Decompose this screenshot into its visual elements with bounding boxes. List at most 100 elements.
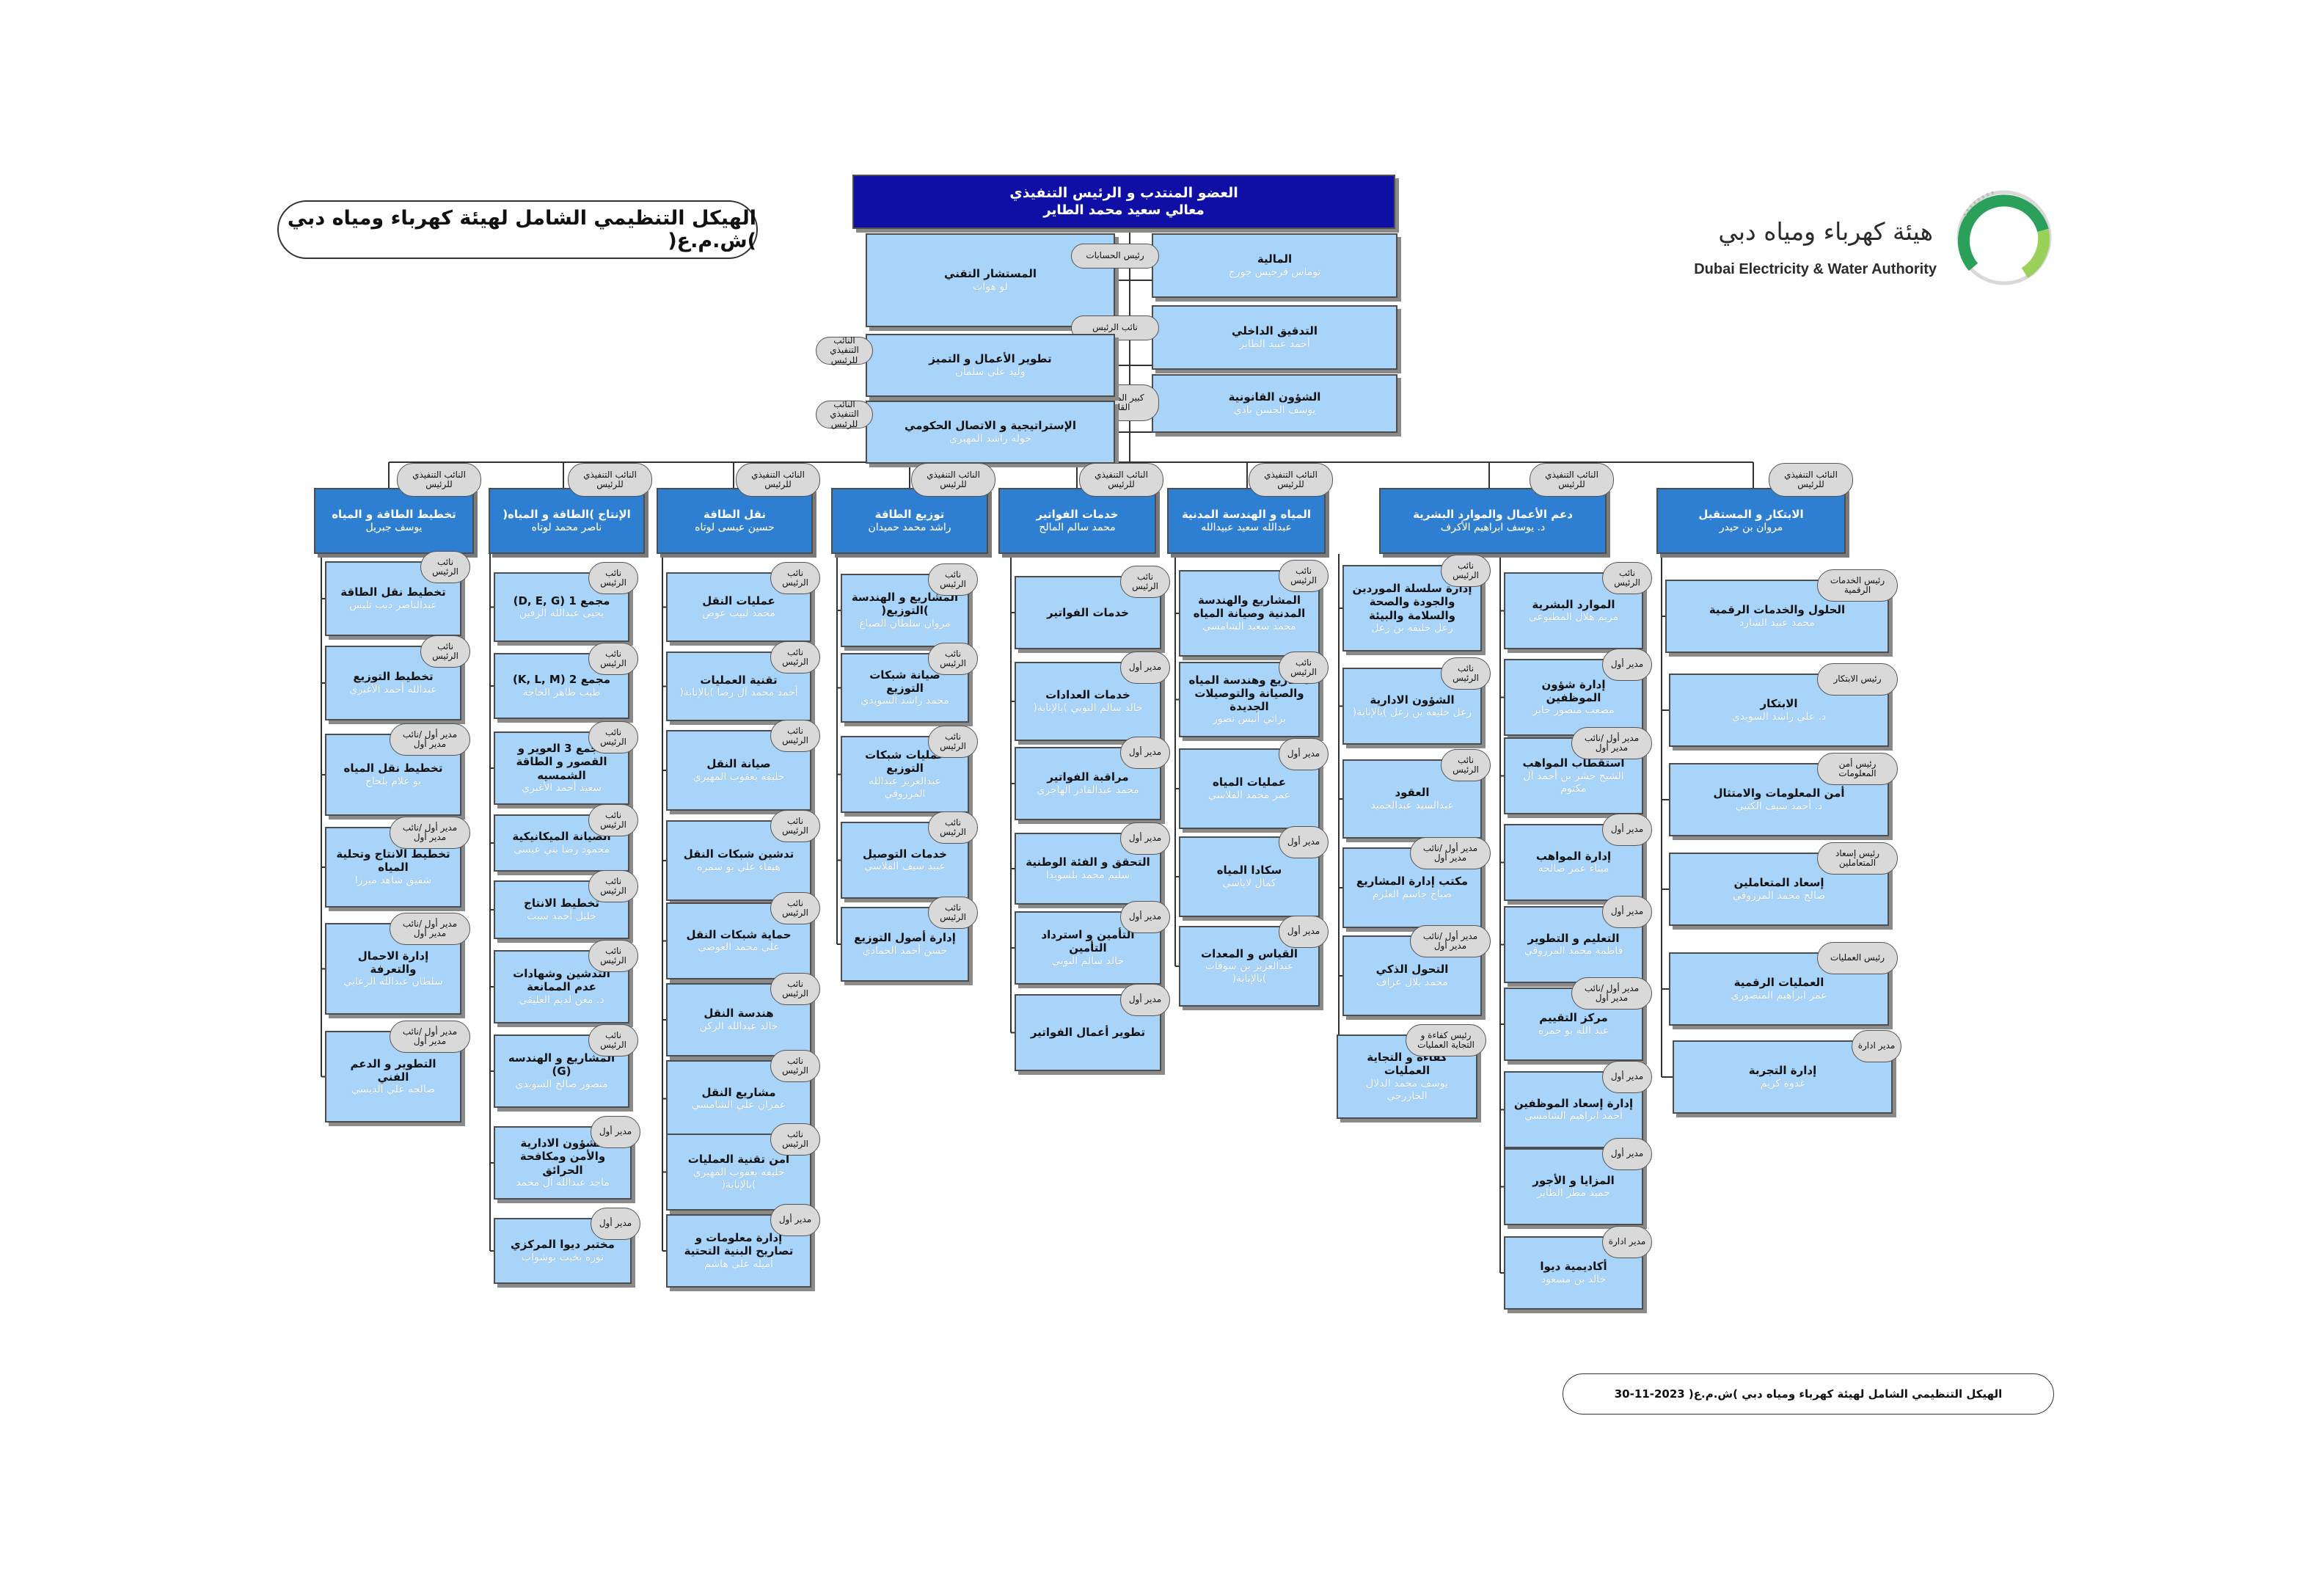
node-title: المشاريع و الهندسه (G) [508,1051,615,1078]
node-person-name: نوره بخيت بوشواب [521,1251,604,1263]
node-title: خدمات العدادات [1045,688,1130,702]
node-person-name: خالد بن مسعود [1541,1273,1607,1285]
node-person-name: عبدالله سعيد عبيدالله [1201,521,1292,533]
node-person-name: ماجد عبدالله آل محمد [516,1176,610,1189]
rank-badge: مدير أول [1602,649,1652,681]
node-person-name: زعل خليفه بن زعل )بالإنابة( [1352,707,1472,719]
node-person-name: عبيد سيف القلاسي [864,861,946,873]
node-person-name: كمال لاياسي [1222,877,1276,889]
rank-badge: النائب التنفيذي للرئيس [568,463,652,497]
node-title: تخطيط التوزيع [353,670,434,684]
node-title: تخطيط الطاقة و المياه [332,508,456,522]
node-title: الحلول والخدمات الرقمية [1709,603,1846,617]
node-title: إسعاد المتعاملين [1733,876,1824,890]
node-title: سكادا المياه [1216,864,1282,877]
node-person-name: عبدالعزيز عبدالله المرزوقي [869,775,941,800]
node-person-name: محمد عبدالقادر الهاجري [1037,784,1139,796]
node-person-name: د. علي راشد السويدي [1731,710,1827,723]
node-title: تطوير أعمال الفواتير [1030,1026,1146,1040]
node-title: توزيع الطاقة [874,508,945,522]
node-person-name: علي محمد العوضي [698,941,780,954]
rank-badge: نائب الرئيس [928,897,978,929]
rank-badge: نائب الرئيس [770,562,820,594]
rank-badge: النائب التنفيذي للرئيس [1530,463,1614,497]
node-title: صيانة شبكات التوزيع [869,668,940,695]
node-title: استقطاب المواهب [1522,756,1625,770]
node-title: مشاريع وهندسة المياه والصيانة والتوصيلات… [1188,673,1310,714]
rank-badge: نائب الرئيس [588,804,638,836]
node-person-name: خالد عبدالله الركن [699,1020,778,1032]
node-person-name: فاطمة محمد المرزوقي [1524,945,1623,957]
node-person-name: عبدالله أحمد الأغبري [349,683,437,696]
node-person-name: صالح محمد المرزوقي [1732,889,1826,902]
rank-badge: نائب الرئيس [770,720,820,752]
node-person-name: محمد سالم المالح [1039,521,1116,533]
rank-badge: مدير أول [1120,737,1170,769]
node-person-name: ناصر محمد لوتاه [531,521,602,533]
rank-badge: النائب التنفيذي للرئيس [1079,463,1163,497]
node-title: المالية [1257,252,1293,266]
node-title: الموارد البشرية [1532,597,1615,611]
node-title: إدارة المواهب [1535,849,1612,863]
node-person-name: هيفاء علي بو سمره [697,861,781,873]
node-person-name: عمر محمد الفلاسي [1207,789,1291,801]
node-person-name: عبدالسيد عبدالحميد [1370,799,1454,811]
node-title: العقود [1395,786,1430,800]
node-person-name: معالي سعيد محمد الطاير [1043,202,1205,218]
rank-badge: نائب الرئيس [928,563,978,596]
rank-badge: النائب التنفيذي للرئيس [397,463,481,497]
node-title: المزايا و الأجور [1532,1173,1615,1187]
node-person-name: طيب طاهر الخاجة [522,686,601,698]
node-person-name: محمد بلال عزاف [1376,976,1448,988]
rank-badge: مدير أول /نائب مدير أول [390,723,470,756]
rank-badge: مدير أول [1120,652,1170,684]
node-person-name: مروان بن حيدر [1719,521,1783,533]
node-title: الابتكار [1760,697,1798,711]
node-title: الإستراتيجية و الاتصال الحكومي [905,419,1076,433]
node-title: مشاريع النقل [701,1085,776,1099]
node-person-name: عبدالناصر ديب تليس [349,599,437,611]
node-title: التحول الذكي [1375,963,1449,977]
rank-badge: رئيس العمليات [1817,942,1898,974]
node-person-name: وليد علي سلمان [955,365,1026,378]
rank-badge: مدير أول [591,1116,640,1148]
node-person-name: عمران علي الشامسي [691,1099,786,1112]
node-title: إدارة التجربة [1748,1064,1817,1078]
node-title: خدمات الفواتير [1036,508,1119,522]
node-title: المياه و الهندسة المدنية [1181,508,1312,522]
node-title: تخطيط نقل المياه [343,762,443,775]
rank-badge: مدير ادارة [1602,1226,1652,1258]
node-person-name: خليفه يعقوب المهيري [693,770,785,783]
node-title: تخطيط الانتاج [524,897,599,910]
node-person-name: مريم هلال المطيوعي [1528,611,1619,624]
rank-badge: النائب التنفيذي للرئيس [736,463,820,497]
node-title: هندسة النقل [704,1007,774,1021]
node-person-name: يوسف محمد الدلال الخازرجي [1366,1077,1448,1102]
node-person-name: د. معن لديم العليقي [519,993,604,1006]
node-person-name: لو هوات [973,280,1008,293]
rank-badge: مدير أول /نائب مدير أول [1410,925,1491,957]
node-e1: المشاريع و الهندسة )التوزيع(مروان سلطان … [841,574,969,647]
rank-badge: رئيس الابتكار [1817,663,1898,696]
rank-badge: نائب الرئيس [588,940,638,972]
node-title: خدمات التوصيل [863,847,947,861]
rank-badge: النائب التنفيذي للرئيس [1249,463,1333,497]
footer-caption: الهيكل التنظيمي الشامل لهيئة كهرباء وميا… [1563,1373,2054,1415]
node-title: الشؤون الادارية والأمن ومكافحة الحرائق [519,1136,606,1177]
rank-badge: مدير أول [1279,826,1329,858]
